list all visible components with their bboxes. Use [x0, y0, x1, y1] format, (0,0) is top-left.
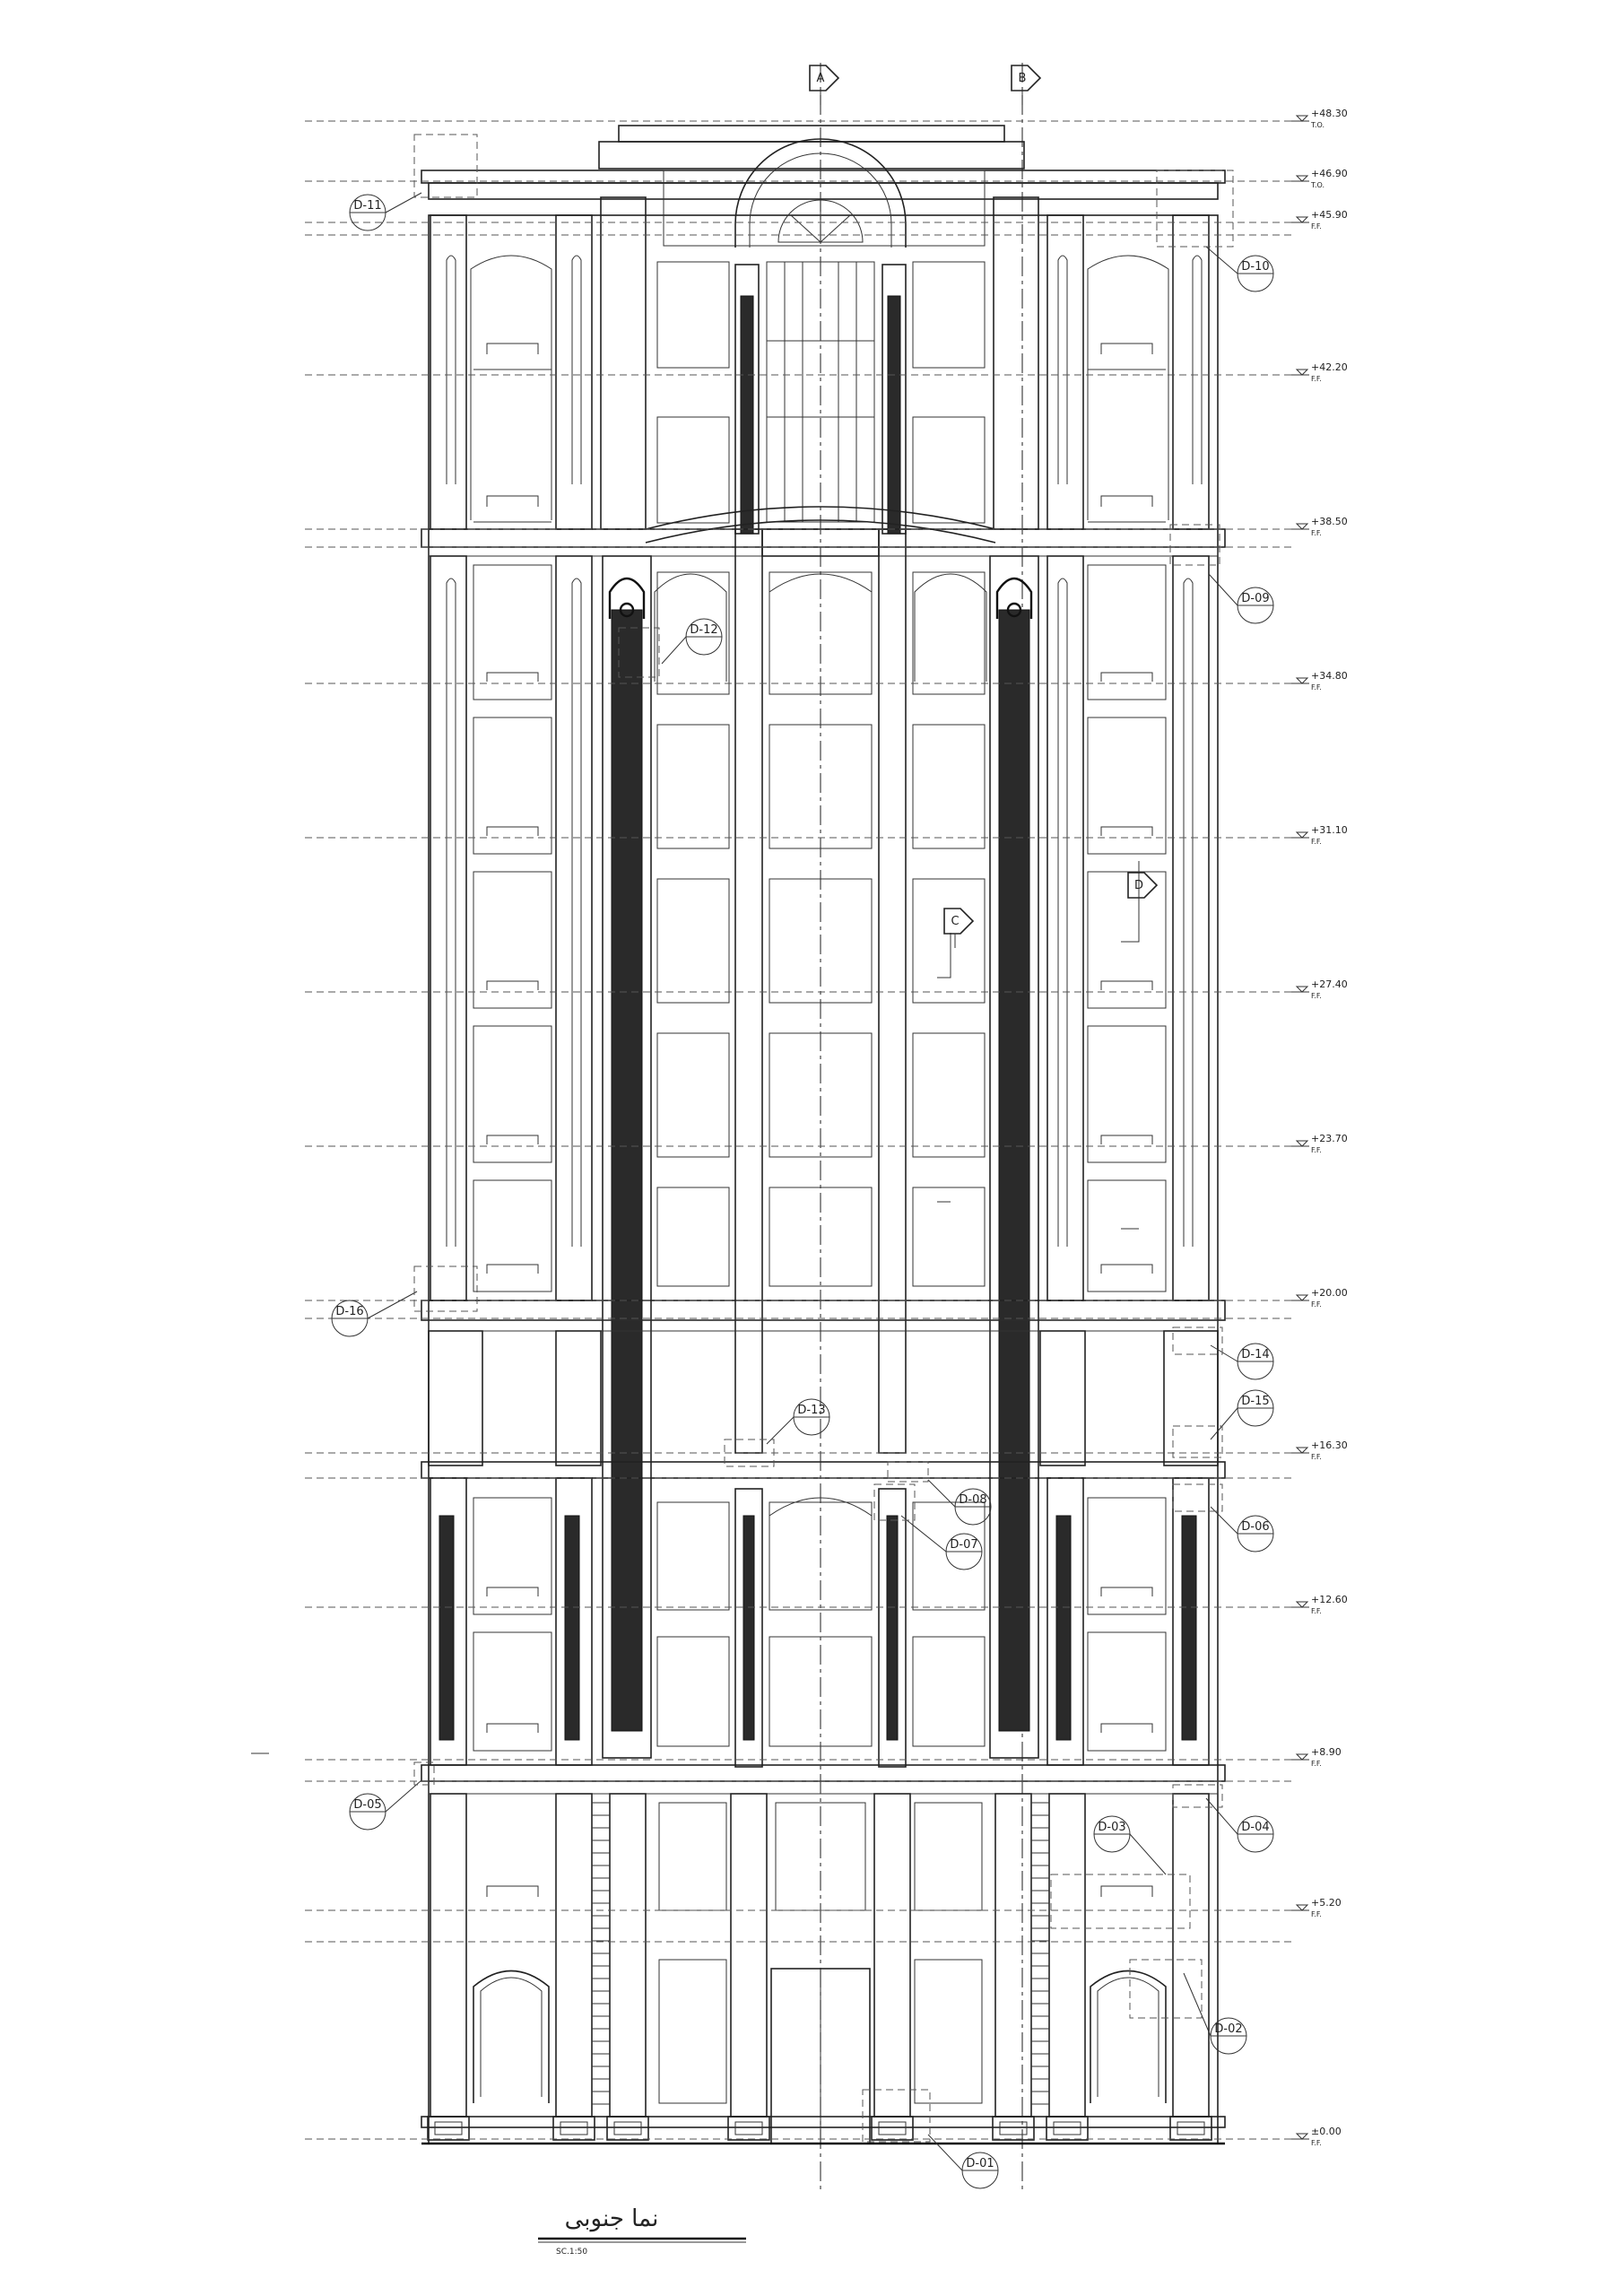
- callout-label: D-13: [797, 1404, 825, 1417]
- level-tag: F.F.: [1311, 1453, 1322, 1461]
- level-tag: T.O.: [1310, 181, 1324, 189]
- detail-callout[interactable]: D-12: [618, 618, 723, 678]
- level-marker: +45.90F.F.: [1291, 209, 1348, 230]
- detail-callout[interactable]: D-03: [1050, 1815, 1191, 1929]
- level-value: +5.20: [1311, 1897, 1342, 1909]
- callout-label: D-11: [353, 199, 381, 213]
- level-value: +8.90: [1311, 1746, 1342, 1758]
- level-value: +46.90: [1311, 168, 1348, 179]
- level-tag: F.F.: [1311, 838, 1322, 846]
- detail-callout[interactable]: D-01: [862, 2089, 999, 2189]
- level-tag: F.F.: [1311, 529, 1322, 537]
- section-marker-a[interactable]: A: [809, 65, 840, 105]
- callout-label: D-06: [1241, 1520, 1269, 1534]
- level-marker: +20.00F.F.: [1291, 1287, 1348, 1309]
- section-marker-b[interactable]: B: [1011, 65, 1042, 105]
- level-marker: +8.90F.F.: [1291, 1746, 1342, 1768]
- callout-label: D-03: [1098, 1821, 1125, 1834]
- section-marker-d[interactable]: D: [1127, 872, 1159, 912]
- detail-callout[interactable]: D-10: [1156, 170, 1274, 292]
- callout-label: D-09: [1241, 592, 1269, 605]
- section-label: C: [951, 915, 959, 928]
- callout-label: D-16: [335, 1305, 363, 1318]
- callout-label: D-04: [1241, 1821, 1269, 1834]
- section-marker-c[interactable]: C: [943, 908, 975, 948]
- detail-callout[interactable]: D-08: [887, 1461, 992, 1526]
- detail-callout[interactable]: D-13: [724, 1398, 830, 1467]
- level-tag: F.F.: [1311, 1300, 1322, 1309]
- callout-label: D-15: [1241, 1395, 1269, 1408]
- level-marker: +23.70F.F.: [1291, 1133, 1348, 1154]
- level-value: +34.80: [1311, 670, 1348, 682]
- detail-callout[interactable]: D-09: [1169, 524, 1274, 624]
- level-value: +20.00: [1311, 1287, 1348, 1299]
- level-value: +16.30: [1311, 1439, 1348, 1451]
- drawing-title: نما جنوبی: [565, 2205, 659, 2232]
- level-value: +38.50: [1311, 516, 1348, 527]
- detail-callout[interactable]: D-14: [1172, 1326, 1274, 1380]
- level-marker: +12.60F.F.: [1291, 1594, 1348, 1615]
- detail-callout[interactable]: D-05: [349, 1761, 435, 1831]
- level-marker: +48.30T.O.: [1291, 108, 1348, 129]
- callout-label: D-02: [1214, 2022, 1242, 2036]
- drawing-scale: SC.1:50: [556, 2248, 587, 2257]
- level-lines: [305, 120, 1291, 2140]
- level-marker: +31.10F.F.: [1291, 824, 1348, 846]
- level-tag: F.F.: [1311, 2139, 1322, 2147]
- level-marker: +27.40F.F.: [1291, 978, 1348, 1000]
- detail-callout[interactable]: D-04: [1172, 1784, 1274, 1853]
- section-label: D: [1134, 879, 1143, 892]
- level-value: +27.40: [1311, 978, 1348, 990]
- level-marker: ±0.00F.F.: [1291, 2126, 1342, 2147]
- section-label: B: [1019, 72, 1027, 85]
- level-tag: F.F.: [1311, 1910, 1322, 1918]
- level-tag: F.F.: [1311, 1146, 1322, 1154]
- level-value: +48.30: [1311, 108, 1348, 119]
- level-tag: F.F.: [1311, 222, 1322, 230]
- level-marker: +38.50F.F.: [1291, 516, 1348, 537]
- callout-label: D-01: [966, 2157, 994, 2170]
- level-marker: +46.90T.O.: [1291, 168, 1348, 189]
- level-marker: +34.80F.F.: [1291, 670, 1348, 691]
- level-tag: F.F.: [1311, 992, 1322, 1000]
- detail-callout[interactable]: D-02: [1129, 1959, 1247, 2055]
- detail-callouts: D-01 D-02 D-03 D-04 D-05 D-06 D-07 D-08 …: [331, 134, 1274, 2189]
- level-value: ±0.00: [1311, 2126, 1342, 2137]
- level-marker: +42.20F.F.: [1291, 361, 1348, 383]
- title-block: نما جنوبی SC.1:50: [538, 2205, 746, 2257]
- callout-label: D-07: [950, 1538, 977, 1552]
- detail-callout[interactable]: D-16: [331, 1265, 478, 1337]
- level-value: +12.60: [1311, 1594, 1348, 1605]
- detail-callout[interactable]: D-07: [873, 1483, 983, 1570]
- section-label: A: [817, 72, 825, 85]
- level-marker: +5.20F.F.: [1291, 1897, 1342, 1918]
- level-tag: F.F.: [1311, 1607, 1322, 1615]
- section-markers: A B C D: [809, 65, 1159, 948]
- level-marker: +16.30F.F.: [1291, 1439, 1348, 1461]
- building-outline: [251, 63, 1226, 2193]
- callout-label: D-08: [959, 1493, 986, 1507]
- level-value: +23.70: [1311, 1133, 1348, 1144]
- level-tag: T.O.: [1310, 121, 1324, 129]
- callout-label: D-14: [1241, 1348, 1269, 1361]
- callout-label: D-10: [1241, 260, 1269, 274]
- detail-callout[interactable]: D-15: [1172, 1389, 1274, 1458]
- callout-label: D-05: [353, 1798, 381, 1812]
- detail-callout[interactable]: D-06: [1172, 1483, 1274, 1552]
- level-value: +31.10: [1311, 824, 1348, 836]
- level-tag: F.F.: [1311, 683, 1322, 691]
- callout-label: D-12: [690, 623, 717, 637]
- level-tag: F.F.: [1311, 375, 1322, 383]
- level-value: +42.20: [1311, 361, 1348, 373]
- detail-callout[interactable]: D-11: [349, 134, 478, 231]
- level-markers: +48.30T.O. +46.90T.O. +45.90F.F. +42.20F…: [1291, 108, 1348, 2147]
- level-value: +45.90: [1311, 209, 1348, 221]
- level-tag: F.F.: [1311, 1760, 1322, 1768]
